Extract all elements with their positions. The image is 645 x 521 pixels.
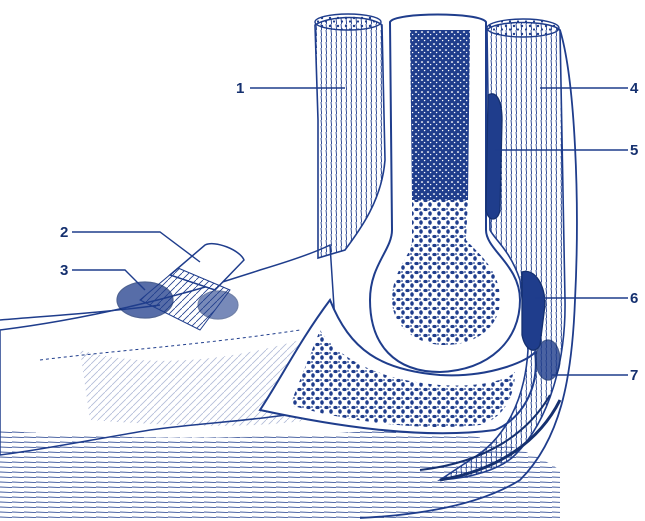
callout-7: 7 [630,367,638,384]
callout-6: 6 [630,290,638,307]
bursa-upper [486,94,502,219]
callout-3: 3 [60,262,68,279]
callout-2: 2 [60,224,68,241]
callout-1: 1 [236,80,244,97]
leader-line-2 [72,232,200,262]
callout-4: 4 [630,80,639,97]
callout-5: 5 [630,142,638,159]
muscle-column-left [315,14,385,258]
